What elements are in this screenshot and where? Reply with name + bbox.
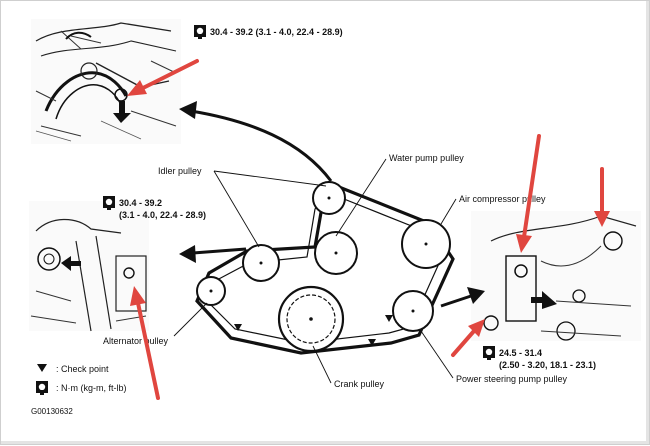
check-point-triangle-icon (368, 339, 376, 346)
torque-wrench-icon (103, 196, 115, 210)
engine-illustration-right (471, 211, 641, 341)
torque-value-left-1: 30.4 - 39.2 (119, 198, 162, 208)
torque-wrench-icon (194, 25, 206, 39)
pulley-water-pump (312, 181, 346, 215)
legend-torque-unit: : N·m (kg-m, ft-lb) (56, 383, 127, 393)
torque-value-right-2: (2.50 - 3.20, 18.1 - 23.1) (499, 360, 596, 370)
red-arrow-icon (451, 319, 485, 357)
label-idler-pulley: Idler pulley (158, 166, 202, 176)
torque-wrench-icon (483, 346, 495, 360)
pulley-power-steering (392, 290, 434, 332)
pulley-alternator (196, 276, 226, 306)
legend-check-point: : Check point (56, 364, 109, 374)
check-point-triangle-icon (234, 324, 242, 331)
red-annotation-arrows (127, 59, 610, 400)
label-power-steering-pump-pulley: Power steering pump pulley (456, 374, 568, 384)
engine-illustration-left (29, 201, 149, 332)
leader-lines (173, 158, 457, 384)
red-arrow-icon (594, 167, 610, 227)
view-arrow-left (179, 245, 247, 263)
check-point-triangle-icon (385, 315, 393, 322)
pulley-crank (277, 285, 345, 353)
torque-spec-top: 30.4 - 39.2 (3.1 - 4.0, 22.4 - 28.9) (194, 25, 343, 39)
legend: : Check point : N·m (kg-m, ft-lb) (36, 364, 127, 395)
torque-value-right-1: 24.5 - 31.4 (499, 348, 542, 358)
label-air-compressor-pulley: Air compressor pulley (459, 194, 546, 204)
torque-spec-right: 24.5 - 31.4 (2.50 - 3.20, 18.1 - 23.1) (483, 346, 596, 370)
torque-wrench-icon (36, 381, 48, 395)
red-arrow-icon (130, 286, 160, 400)
view-arrow-top (179, 101, 333, 182)
label-crank-pulley: Crank pulley (334, 379, 385, 389)
label-water-pump-pulley: Water pump pulley (389, 153, 464, 163)
view-arrow-right (440, 287, 485, 308)
pulley-idler-upper (314, 231, 358, 275)
torque-value-top: 30.4 - 39.2 (3.1 - 4.0, 22.4 - 28.9) (210, 27, 343, 37)
red-arrow-icon (516, 134, 541, 253)
torque-spec-left: 30.4 - 39.2 (3.1 - 4.0, 22.4 - 28.9) (103, 196, 206, 220)
pulley-air-compressor (401, 219, 451, 269)
check-point-triangle-icon (37, 364, 47, 372)
torque-value-left-2: (3.1 - 4.0, 22.4 - 28.9) (119, 210, 206, 220)
figure-code: G00130632 (31, 407, 73, 416)
red-arrow-icon (127, 59, 199, 96)
pulley-idler-left (242, 244, 280, 282)
label-alternator-pulley: Alternator pulley (103, 336, 169, 346)
